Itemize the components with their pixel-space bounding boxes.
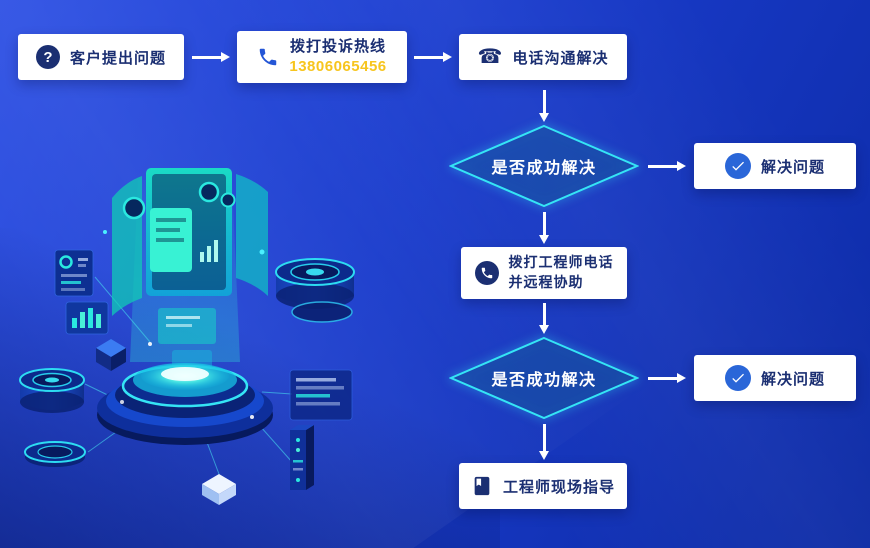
arrow-right-4 bbox=[648, 372, 686, 384]
engineer-call-line1: 拨打工程师电话 bbox=[508, 254, 614, 271]
resolved-second-label: 解决问题 bbox=[760, 370, 825, 388]
desk-telephone-icon: ☎ bbox=[477, 46, 503, 68]
decision-second-label: 是否成功解决 bbox=[491, 372, 597, 389]
arrow-right-2 bbox=[414, 51, 452, 63]
arrow-down-3 bbox=[538, 303, 550, 334]
text-panel bbox=[289, 369, 353, 421]
diamond-shape bbox=[449, 336, 639, 420]
white-box bbox=[202, 474, 236, 505]
hotline-number: 13806065456 bbox=[289, 58, 387, 75]
iso-cube bbox=[96, 339, 126, 371]
step-hotline-box: 拨打投诉热线 13806065456 bbox=[237, 31, 407, 83]
arrow-right-3 bbox=[648, 160, 686, 172]
pedestal-right bbox=[275, 258, 355, 323]
step-onsite-label: 工程师现场指导 bbox=[502, 478, 615, 496]
step-onsite-box: 工程师现场指导 bbox=[459, 463, 627, 509]
resolved-second-box: 解决问题 bbox=[694, 355, 856, 401]
arrow-down-2 bbox=[538, 212, 550, 244]
pedestal-left-lower bbox=[24, 441, 86, 467]
decision-first-label: 是否成功解决 bbox=[491, 160, 597, 177]
hotline-label: 拨打投诉热线 bbox=[289, 37, 386, 55]
book-icon bbox=[474, 476, 490, 496]
diamond-shape bbox=[449, 124, 639, 208]
arrow-down-4 bbox=[538, 424, 550, 460]
sparkle-dots bbox=[103, 230, 265, 419]
step-engineer-call-box: 拨打工程师电话 并远程协助 bbox=[461, 247, 627, 299]
screen-wall bbox=[112, 168, 268, 316]
arrow-right-1 bbox=[192, 51, 230, 63]
step-phone-resolve-box: ☎ 电话沟通解决 bbox=[459, 34, 627, 80]
step-customer-box: ? 客户提出问题 bbox=[18, 34, 184, 80]
arrow-down-1 bbox=[538, 90, 550, 122]
decision-first-diamond: 是否成功解决 bbox=[449, 124, 639, 208]
pedestal-left-upper bbox=[19, 368, 85, 413]
phone-circle-icon bbox=[474, 261, 499, 285]
question-icon: ? bbox=[35, 45, 60, 69]
phone-handset-icon bbox=[260, 48, 277, 66]
step-phone-resolve-label: 电话沟通解决 bbox=[512, 49, 609, 67]
resolved-first-label: 解决问题 bbox=[760, 158, 825, 176]
decision-second-diamond: 是否成功解决 bbox=[449, 336, 639, 420]
data-card-1 bbox=[54, 249, 94, 297]
tech-illustration bbox=[19, 168, 355, 505]
resolved-first-box: 解决问题 bbox=[694, 143, 856, 189]
check-icon bbox=[724, 365, 751, 391]
check-icon bbox=[724, 153, 751, 179]
server-tower bbox=[290, 425, 314, 490]
data-card-2 bbox=[65, 301, 109, 335]
engineer-call-line2: 并远程协助 bbox=[508, 274, 584, 290]
step-customer-label: 客户提出问题 bbox=[69, 49, 166, 67]
glowing-platform bbox=[97, 362, 273, 445]
